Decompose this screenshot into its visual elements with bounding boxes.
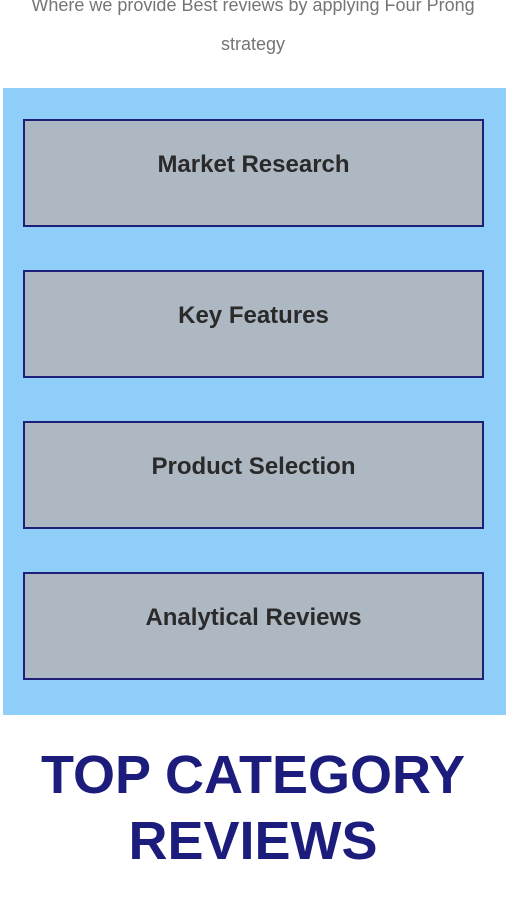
key-features-label: Key Features (178, 302, 329, 329)
market-research-button[interactable]: Market Research (23, 119, 484, 227)
product-selection-button[interactable]: Product Selection (23, 421, 484, 529)
key-features-button[interactable]: Key Features (23, 270, 484, 378)
analytical-reviews-button[interactable]: Analytical Reviews (23, 572, 484, 680)
analytical-reviews-label: Analytical Reviews (145, 604, 362, 631)
strategy-panel: Market Research Key Features Product Sel… (3, 88, 506, 715)
top-category-reviews-heading: TOP CATEGORY REVIEWS (40, 745, 466, 871)
market-research-label: Market Research (157, 151, 350, 178)
product-selection-label: Product Selection (151, 453, 356, 480)
intro-text: Where we provide Best reviews by applyin… (31, 0, 475, 54)
